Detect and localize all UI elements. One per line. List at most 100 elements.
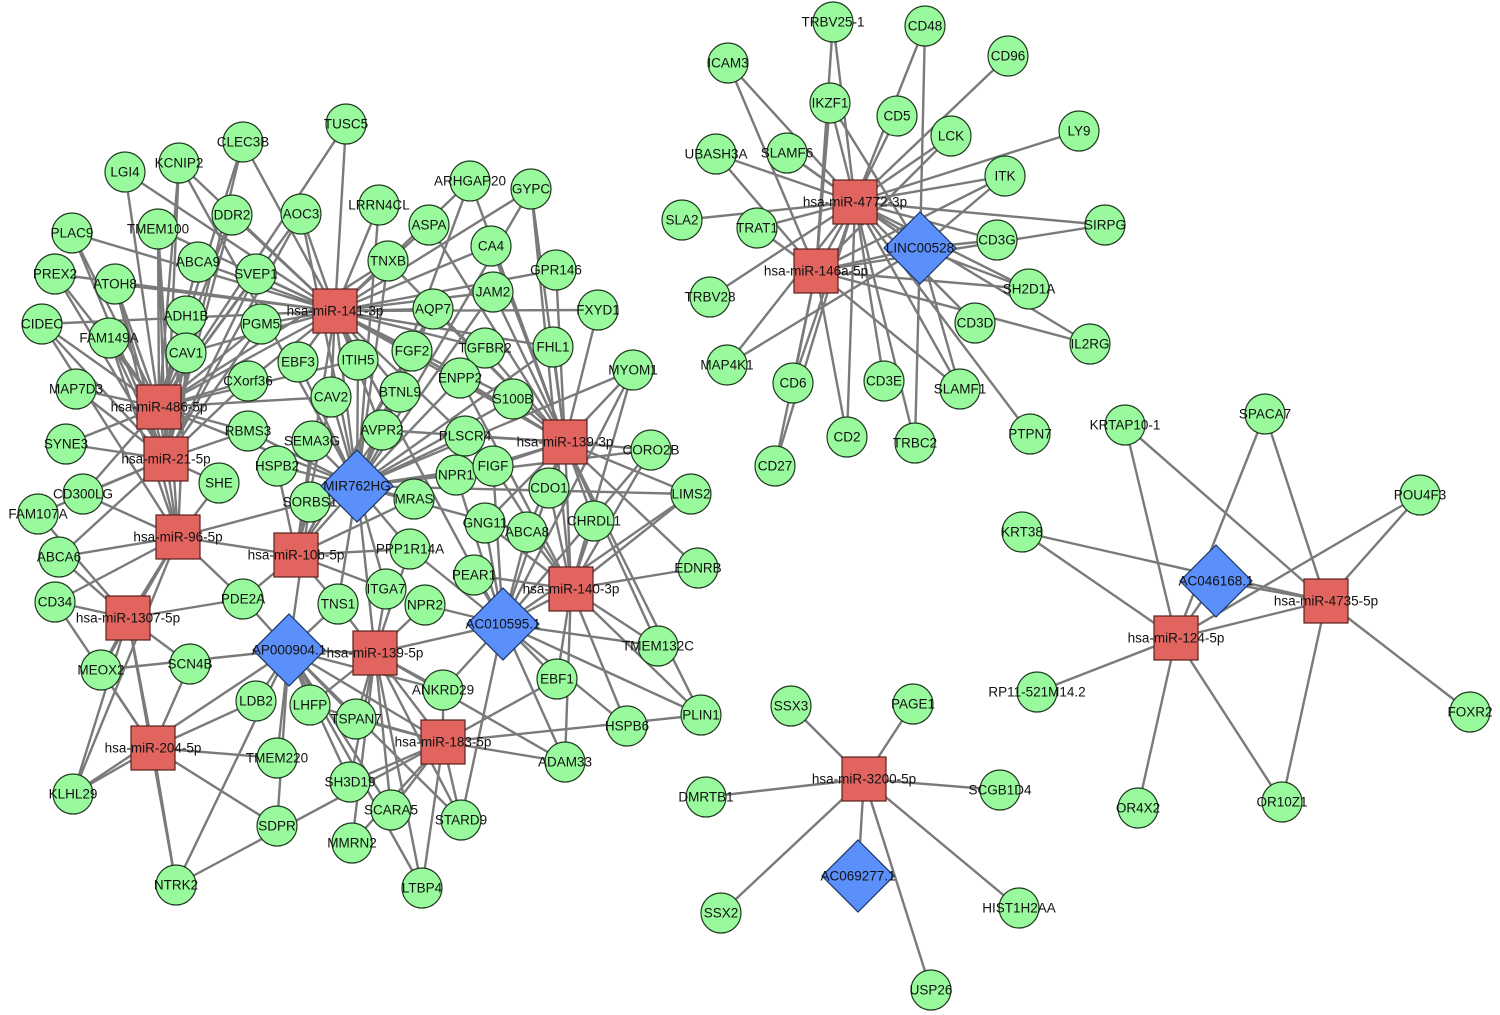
gene-circle — [492, 378, 534, 420]
gene-circle — [408, 204, 450, 246]
node-label: CD2 — [833, 430, 860, 445]
node-mrna-krt38: KRT38 — [1001, 511, 1043, 553]
gene-circle — [736, 207, 778, 249]
lncrna-diamond — [1179, 544, 1253, 618]
gene-circle — [235, 680, 277, 722]
node-label: hsa-miR-4772-3p — [803, 195, 907, 210]
node-mrna-fxyd1: FXYD1 — [576, 289, 620, 331]
node-label: RBMS3 — [225, 424, 272, 439]
edge-TUSC5-m141 — [333, 123, 348, 312]
node-label: CD96 — [991, 49, 1026, 64]
node-label: CLEC3B — [217, 135, 270, 150]
node-label: TSPAN7 — [330, 712, 382, 727]
node-label: LHFP — [293, 698, 328, 713]
node-label: CAV2 — [314, 390, 348, 405]
node-mrna-cd3g: CD3G — [976, 219, 1018, 261]
edge-layer — [37, 21, 1471, 991]
node-label: MEOX2 — [77, 663, 124, 678]
node-label: SH3D19 — [324, 775, 375, 790]
node-label: SLAMF1 — [934, 382, 987, 397]
node-mirna-m1307: hsa-miR-1307-5p — [76, 595, 180, 641]
node-mrna-ssx2: SSX2 — [700, 892, 742, 934]
edge-lAP-m183 — [288, 648, 444, 744]
gene-circle — [528, 467, 570, 509]
gene-circle — [606, 705, 648, 747]
node-mrna-sirpg: SIRPG — [1084, 204, 1126, 246]
node-mrna-cd2: CD2 — [826, 416, 868, 458]
edge-FXYD1-m141 — [334, 308, 599, 313]
gene-circle — [637, 625, 679, 667]
node-mrna-aqp7: AQP7 — [412, 288, 454, 330]
gene-circle — [700, 892, 742, 934]
node-label: ASPA — [411, 218, 446, 233]
node-mrna-ebf1: EBF1 — [536, 658, 578, 700]
node-label: ITIH5 — [341, 353, 374, 368]
node-label: TGFBR2 — [458, 341, 511, 356]
edge-STARD9-m139_5 — [373, 652, 463, 821]
edge-PLIN1-m139_3 — [563, 441, 703, 716]
node-mrna-stard9: STARD9 — [435, 799, 487, 841]
node-label: TNS1 — [321, 597, 356, 612]
edge-S100B-lMIR762 — [356, 397, 514, 488]
node-mrna-trbv25-1: TRBV25-1 — [801, 1, 865, 43]
node-label: hsa-miR-146a-5p — [764, 264, 868, 279]
gene-circle — [365, 568, 407, 610]
gene-circle — [55, 368, 97, 410]
node-mrna-cd5: CD5 — [876, 95, 918, 137]
node-label: EBF1 — [540, 672, 574, 687]
gene-circle — [404, 584, 446, 626]
gene-circle — [412, 288, 454, 330]
node-mrna-itga7: ITGA7 — [365, 568, 407, 610]
node-label: PLAC9 — [51, 226, 94, 241]
node-mirna-m139_3: hsa-miR-139-3p — [517, 419, 613, 465]
node-mrna-ebf3: EBF3 — [277, 341, 319, 383]
node-mirna-m124: hsa-miR-124-5p — [1128, 615, 1225, 661]
edge-RP11-521M14.2-m124 — [1036, 636, 1177, 694]
gene-circle — [80, 649, 122, 691]
node-label: FAM107A — [8, 507, 67, 522]
edge-KRTAP10-1-m4735 — [1124, 424, 1327, 602]
gene-circle — [361, 409, 403, 451]
edge-LY9-m4772 — [854, 129, 1080, 204]
gene-circle — [536, 658, 578, 700]
node-label: hsa-miR-124-5p — [1128, 631, 1225, 646]
node-label: HSPB6 — [605, 719, 649, 734]
gene-circle — [277, 341, 319, 383]
node-label: PLIN1 — [682, 708, 720, 723]
node-label: ENPP2 — [438, 371, 482, 386]
gene-circle — [104, 151, 146, 193]
gene-circle — [630, 429, 672, 471]
node-mrna-foxr2: FOXR2 — [1447, 691, 1493, 733]
gene-circle — [222, 578, 264, 620]
node-label: AVPR2 — [360, 423, 403, 438]
mirna-square — [143, 436, 189, 482]
edge-CD96-m4772 — [854, 55, 1009, 203]
edge-ITK-m4772 — [854, 174, 1006, 204]
gene-circle — [453, 554, 495, 596]
node-label: ITK — [994, 169, 1015, 184]
node-mrna-enpp2: ENPP2 — [438, 357, 482, 399]
node-label: PTPN7 — [1008, 427, 1052, 442]
node-label: hsa-miR-4735-5p — [1274, 594, 1378, 609]
node-label: OR4X2 — [1116, 801, 1160, 816]
node-label: CD5 — [883, 109, 910, 124]
edge-LGI4-m486 — [123, 171, 161, 408]
node-mrna-aspa: ASPA — [408, 204, 450, 246]
node-mrna-sdpr: SDPR — [256, 805, 298, 847]
node-mrna-ddr2: DDR2 — [211, 194, 253, 236]
mirna-square — [312, 288, 358, 334]
node-label: PAGE1 — [891, 697, 935, 712]
gene-circle — [444, 415, 486, 457]
node-mrna-cav1: CAV1 — [165, 332, 207, 374]
gene-circle — [510, 168, 552, 210]
node-label: MAP7D3 — [49, 382, 103, 397]
gene-circle — [379, 371, 421, 413]
node-label: PLSCR4 — [439, 429, 492, 444]
node-mrna-hist1h2aa: HIST1H2AA — [982, 887, 1056, 929]
node-mrna-cd48: CD48 — [904, 5, 946, 47]
node-label: HIST1H2AA — [982, 901, 1056, 916]
node-label: CD3D — [957, 316, 994, 331]
node-mrna-fgf2: FGF2 — [391, 330, 433, 372]
edge-m139_3-m140 — [563, 441, 573, 590]
gene-circle — [449, 160, 491, 202]
